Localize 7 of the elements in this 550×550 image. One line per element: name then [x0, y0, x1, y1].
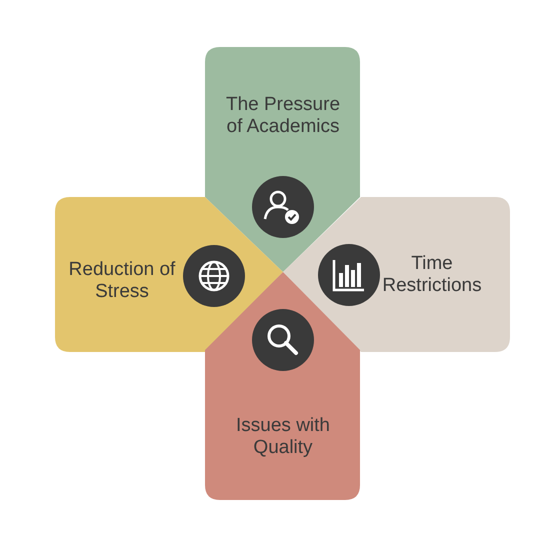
petal-title: Time Restrictions — [381, 253, 483, 297]
petal-title: Reduction of Stress — [68, 259, 176, 303]
petal-card — [283, 197, 510, 352]
petal-card — [205, 272, 360, 500]
petal-card — [55, 197, 283, 352]
petal-title: The Pressure of Academics — [224, 94, 342, 138]
petal-title: Issues with Quality — [235, 415, 331, 459]
